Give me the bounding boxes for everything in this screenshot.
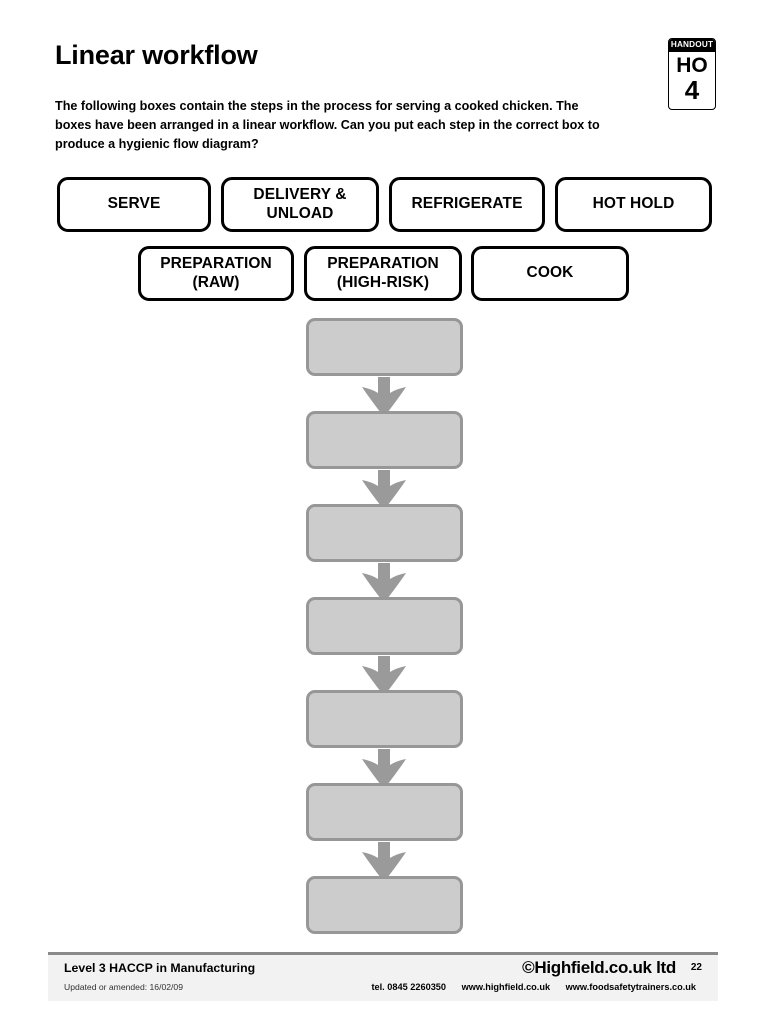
handout-badge: HANDOUT HO 4 [668,38,716,110]
footer-website-highfield[interactable]: www.highfield.co.uk [461,982,551,992]
label-box-hot-hold[interactable]: HOT HOLD [555,177,712,232]
flow-arrow-3 [362,563,406,603]
footer-website-foodsafetytrainers[interactable]: www.foodsafetytrainers.co.uk [565,982,696,992]
footer-updated-date: Updated or amended: 16/02/09 [64,982,183,992]
flow-drop-box-4[interactable] [306,597,463,655]
footer-course-title: Level 3 HACCP in Manufacturing [64,961,256,975]
intro-paragraph: The following boxes contain the steps in… [55,99,600,152]
flow-drop-box-7[interactable] [306,876,463,934]
label-box-cook[interactable]: COOK [471,246,629,301]
handout-badge-code: HO [676,53,708,77]
flow-drop-box-6[interactable] [306,783,463,841]
footer-telephone: tel. 0845 2260350 [371,982,447,992]
label-box-preparation-raw[interactable]: PREPARATION (RAW) [138,246,294,301]
footer-contact-line: tel. 0845 2260350 www.highfield.co.uk ww… [371,982,696,992]
page-footer: Level 3 HACCP in Manufacturing Updated o… [48,952,718,1001]
flow-arrow-4 [362,656,406,696]
handout-badge-number: 4 [684,74,700,105]
footer-brand: ©Highfield.co.uk ltd [522,958,676,977]
flow-arrow-1 [362,377,406,417]
flow-drop-box-5[interactable] [306,690,463,748]
page-title: Linear workflow [55,40,258,70]
flow-drop-box-2[interactable] [306,411,463,469]
label-box-delivery-unload[interactable]: DELIVERY & UNLOAD [221,177,379,232]
flow-drop-box-3[interactable] [306,504,463,562]
label-box-refrigerate[interactable]: REFRIGERATE [389,177,545,232]
label-box-preparation-high-risk[interactable]: PREPARATION (HIGH-RISK) [304,246,462,301]
flow-arrow-6 [362,842,406,882]
footer-page-number: 22 [690,962,702,973]
flow-drop-box-1[interactable] [306,318,463,376]
flow-arrow-5 [362,749,406,789]
label-box-serve[interactable]: SERVE [57,177,211,232]
handout-badge-label: HANDOUT [669,39,715,52]
flow-arrow-2 [362,470,406,510]
